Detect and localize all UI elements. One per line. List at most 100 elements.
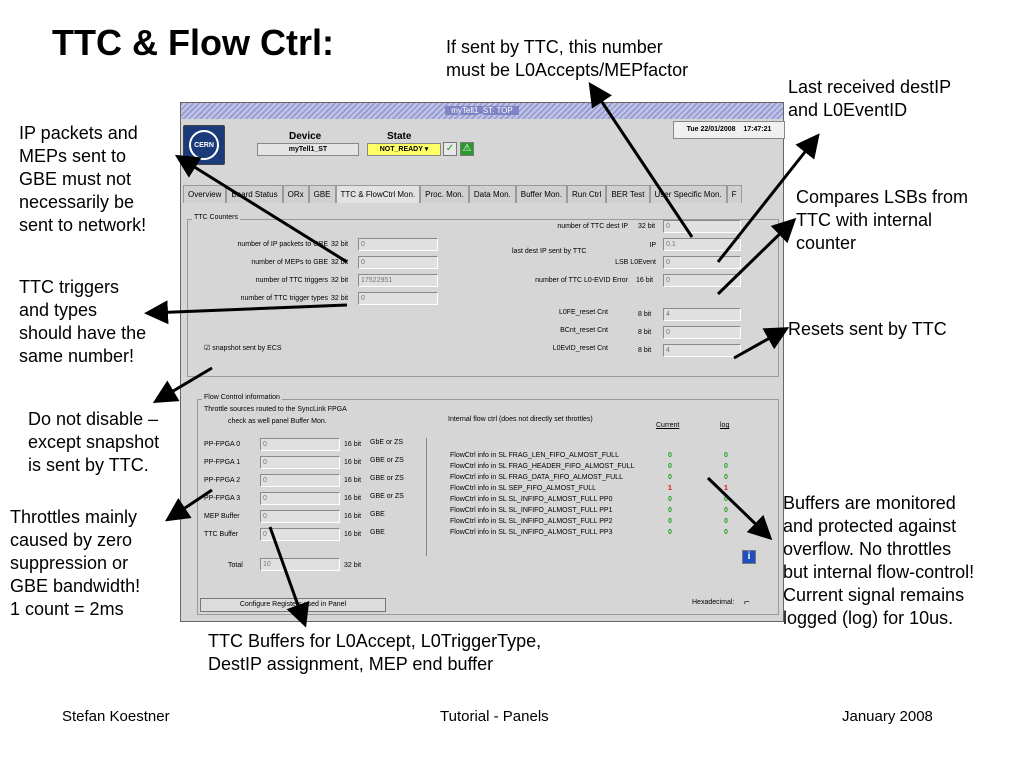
last-dest-label: last dest IP sent by TTC xyxy=(512,248,587,255)
bcnt-reset-label: BCnt_reset Cnt xyxy=(560,327,608,334)
note-compares: Compares LSBs from TTC with internal cou… xyxy=(796,187,969,253)
note-ttc-buffers: TTC Buffers for L0Accept, L0TriggerType,… xyxy=(208,631,542,674)
throttle-bits: 16 bit xyxy=(344,513,362,520)
throttle-label: PP-FPGA 2 xyxy=(204,477,241,484)
tab-6[interactable]: Data Mon. xyxy=(468,185,516,203)
app-window: myTell1_ST: TOP CERN Device State myTell… xyxy=(180,102,785,622)
date-time-display: Tue 22/01/2008 17:47:21 xyxy=(673,121,785,139)
tab-4[interactable]: TTC & FlowCtrl Mon. xyxy=(335,185,421,203)
ttc-triggers-label: number of TTC triggers xyxy=(255,277,328,284)
internal-flow-log: 0 xyxy=(724,518,728,525)
note-resets: Resets sent by TTC xyxy=(788,319,947,339)
ttc-triggers-bits: 32 bit xyxy=(331,277,349,284)
evid-error-field[interactable]: 0 xyxy=(663,274,741,287)
internal-flow-current: 0 xyxy=(668,529,672,536)
throttle-field[interactable]: 0 xyxy=(260,438,340,451)
internal-flow-title: Internal flow ctrl (does not directly se… xyxy=(448,416,593,423)
evid-error-bits: 16 bit xyxy=(636,277,654,284)
evid-error-label: number of TTC L0-EVID Error xyxy=(535,277,628,284)
l0fe-reset-label: L0FE_reset Cnt xyxy=(558,309,608,316)
tab-5[interactable]: Proc. Mon. xyxy=(420,185,469,203)
meps-field[interactable]: 0 xyxy=(358,256,438,269)
l0fe-reset-field[interactable]: 4 xyxy=(663,308,741,321)
ttc-triggers-field[interactable]: 17522951 xyxy=(358,274,438,287)
ip-packets-field[interactable]: 0 xyxy=(358,238,438,251)
throttle-bits: 16 bit xyxy=(344,477,362,484)
log-header: log xyxy=(720,422,730,429)
tab-8[interactable]: Run Ctrl xyxy=(566,185,607,203)
throttle-source: GBE xyxy=(370,529,385,536)
tab-7[interactable]: Buffer Mon. xyxy=(515,185,567,203)
arrow-dest-ip xyxy=(588,82,694,238)
tab-0[interactable]: Overview xyxy=(183,185,227,203)
throttle-field[interactable]: 0 xyxy=(260,510,340,523)
last-dest-ip-field[interactable]: 0.1 xyxy=(663,238,741,251)
info-icon[interactable]: i xyxy=(742,550,756,564)
tab-2[interactable]: ORx xyxy=(282,185,309,203)
bcnt-reset-field[interactable]: 0 xyxy=(663,326,741,339)
internal-flow-log: 0 xyxy=(724,529,728,536)
ip-packets-label: number of IP packets to GBE xyxy=(237,241,328,248)
arrow-buffers xyxy=(706,476,773,541)
arrow-compares xyxy=(716,217,797,296)
ttc-counters-group: TTC Counters number of IP packets to GBE… xyxy=(187,214,779,377)
total-field[interactable]: 10 xyxy=(260,558,340,571)
arrow-ttc-triggers xyxy=(144,300,348,325)
window-titlebar[interactable]: myTell1_ST: TOP xyxy=(181,103,783,119)
throttle-label: PP-FPGA 0 xyxy=(204,441,241,448)
tab-10[interactable]: User Specific Mon. xyxy=(649,185,727,203)
current-header: Current xyxy=(656,422,680,429)
state-select[interactable]: NOT_READY ▾ xyxy=(367,143,441,156)
internal-flow-current: 0 xyxy=(668,474,672,481)
divider xyxy=(426,438,427,556)
snapshot-checkbox[interactable]: ☑ snapshot sent by ECS xyxy=(204,345,282,352)
internal-flow-label: FlowCtrl info in SL FRAG_HEADER_FIFO_ALM… xyxy=(450,463,635,470)
cern-logo: CERN xyxy=(183,125,225,165)
tab-9[interactable]: BER Test xyxy=(606,185,650,203)
warning-icon[interactable]: ⚠ xyxy=(460,142,474,156)
throttle-label: TTC Buffer xyxy=(204,531,239,538)
hexadecimal-checkbox[interactable]: ⌐ xyxy=(744,597,750,608)
device-field[interactable]: myTell1_ST xyxy=(257,143,359,156)
throttle-field[interactable]: 0 xyxy=(260,474,340,487)
device-label: Device xyxy=(289,131,322,142)
l0evid-reset-field[interactable]: 4 xyxy=(663,344,741,357)
internal-flow-label: FlowCtrl info in SL SL_INFIFO_ALMOST_FUL… xyxy=(450,518,613,525)
checkmark-icon[interactable]: ✓ xyxy=(443,142,457,156)
throttle-label: MEP Buffer xyxy=(204,513,240,520)
note-throttles: Throttles mainly caused by zero suppress… xyxy=(10,507,141,619)
throttle-source: GbE or ZS xyxy=(370,439,404,446)
tab-3[interactable]: GBE xyxy=(308,185,336,203)
ttc-trigger-types-field[interactable]: 0 xyxy=(358,292,438,305)
meps-bits: 32 bit xyxy=(331,259,349,266)
lsb-label: LSB L0Event xyxy=(615,259,656,266)
throttle-source: GBE xyxy=(370,511,385,518)
total-label: Total xyxy=(228,562,243,569)
window-title: myTell1_ST: TOP xyxy=(445,106,519,115)
footer-date: January 2008 xyxy=(842,708,933,725)
arrow-ip-packets xyxy=(174,154,348,264)
flow-control-title: Flow Control information xyxy=(202,394,282,401)
internal-flow-log: 0 xyxy=(724,496,728,503)
chevron-down-icon: ▾ xyxy=(424,146,429,153)
dest-ip-label: number of TTC dest IP xyxy=(557,223,628,230)
note-ip-packets: IP packets and MEPs sent to GBE must not… xyxy=(19,123,147,235)
tab-1[interactable]: Board Status xyxy=(226,185,283,203)
internal-flow-label: FlowCtrl info in SL SEP_FIFO_ALMOST_FULL xyxy=(450,485,597,492)
throttle-field[interactable]: 0 xyxy=(260,492,340,505)
throttle-label: PP-FPGA 3 xyxy=(204,495,241,502)
tab-11[interactable]: F xyxy=(726,185,742,203)
internal-flow-current: 0 xyxy=(668,452,672,459)
state-label: State xyxy=(387,131,412,142)
ip-label: IP xyxy=(649,242,656,249)
slide-title: TTC & Flow Ctrl: xyxy=(52,22,334,63)
internal-flow-log: 1 xyxy=(724,485,728,492)
internal-flow-log: 0 xyxy=(724,463,728,470)
note-ttc-triggers: TTC triggers and types should have the s… xyxy=(19,277,147,366)
throttle-bits: 16 bit xyxy=(344,441,362,448)
throttle-field[interactable]: 0 xyxy=(260,456,340,469)
throttle-field[interactable]: 0 xyxy=(260,528,340,541)
throttle-bits: 16 bit xyxy=(344,495,362,502)
meps-label: number of MEPs to GBE xyxy=(251,259,328,266)
